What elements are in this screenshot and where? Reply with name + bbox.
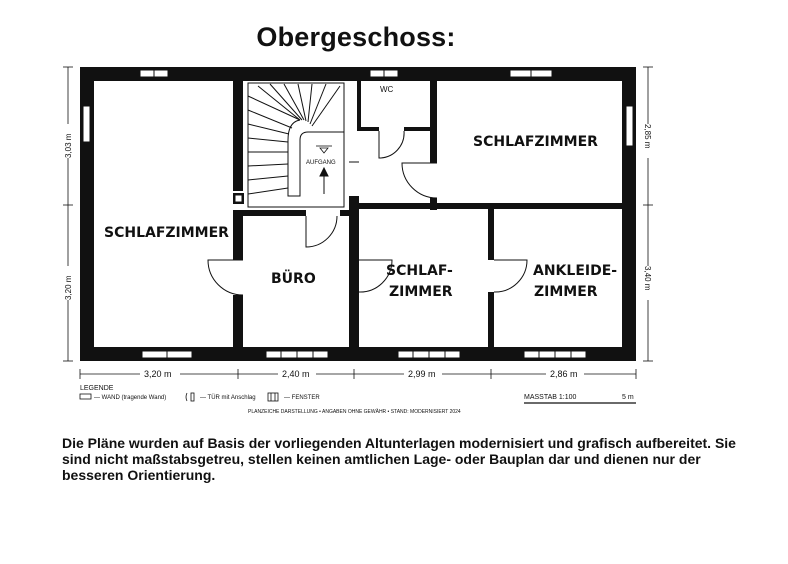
dim-right-2: 3,40 m xyxy=(643,266,652,291)
dim-bottom-1: 3,20 m xyxy=(144,369,172,379)
legend-window-icon xyxy=(267,392,279,402)
room-label-wc: WC xyxy=(380,85,394,94)
room-label-ankleide-line2: ZIMMER xyxy=(534,284,598,300)
plan-note: PLANZEICHE DARSTELLUNG • ANGABEN OHNE GE… xyxy=(248,408,461,415)
scale-length: 5 m xyxy=(622,394,634,401)
legend-title: LEGENDE xyxy=(80,385,114,392)
legend-door-icon xyxy=(185,392,195,402)
stair-label-aufgang: AUFGANG xyxy=(306,160,336,166)
window-mullions xyxy=(153,70,572,358)
doors xyxy=(207,130,528,296)
legend-window-label: — FENSTER xyxy=(284,395,320,401)
dim-bottom-2: 2,40 m xyxy=(282,369,310,379)
floor-plan: SCHLAFZIMMER SCHLAFZIMMER BÜRO SCHLAF- Z… xyxy=(62,66,654,415)
disclaimer-text: Die Pläne wurden auf Basis der vorliegen… xyxy=(62,435,736,483)
room-label-schlafzimmer-small-line1: SCHLAF- xyxy=(386,263,453,279)
room-label-buero: BÜRO xyxy=(271,269,316,287)
room-label-schlafzimmer-left: SCHLAFZIMMER xyxy=(104,225,229,241)
plan-title: Obergeschoss: xyxy=(256,22,456,52)
room-label-schlafzimmer-right: SCHLAFZIMMER xyxy=(473,134,598,150)
staircase xyxy=(247,82,345,208)
legend: LEGENDE — WAND (tragende Wand) — TÜR mit… xyxy=(79,385,636,415)
interior-walls xyxy=(233,81,622,353)
stair-arrow xyxy=(316,145,332,194)
dimension-labels-bottom: 3,20 m 2,40 m 2,99 m 2,86 m xyxy=(140,368,584,379)
dim-bottom-4: 2,86 m xyxy=(550,369,578,379)
dim-bottom-3: 2,99 m xyxy=(408,369,436,379)
dim-right-1: 2,85 m xyxy=(643,124,652,149)
room-label-schlafzimmer-small-line2: ZIMMER xyxy=(389,284,453,300)
legend-door-label: — TÜR mit Anschlag xyxy=(200,394,256,401)
dimension-labels-right: 2,85 m 3,40 m xyxy=(642,124,654,300)
dim-left-2: 3,20 m xyxy=(64,275,73,300)
scale-label: MASSTAB 1:100 xyxy=(524,394,577,401)
dimension-labels-left: 3,03 m 3,20 m xyxy=(62,124,74,300)
legend-wall-label: — WAND (tragende Wand) xyxy=(94,395,166,401)
room-label-ankleide-line1: ANKLEIDE- xyxy=(533,263,617,279)
dim-left-1: 3,03 m xyxy=(64,133,73,158)
legend-wall-swatch xyxy=(79,393,92,400)
